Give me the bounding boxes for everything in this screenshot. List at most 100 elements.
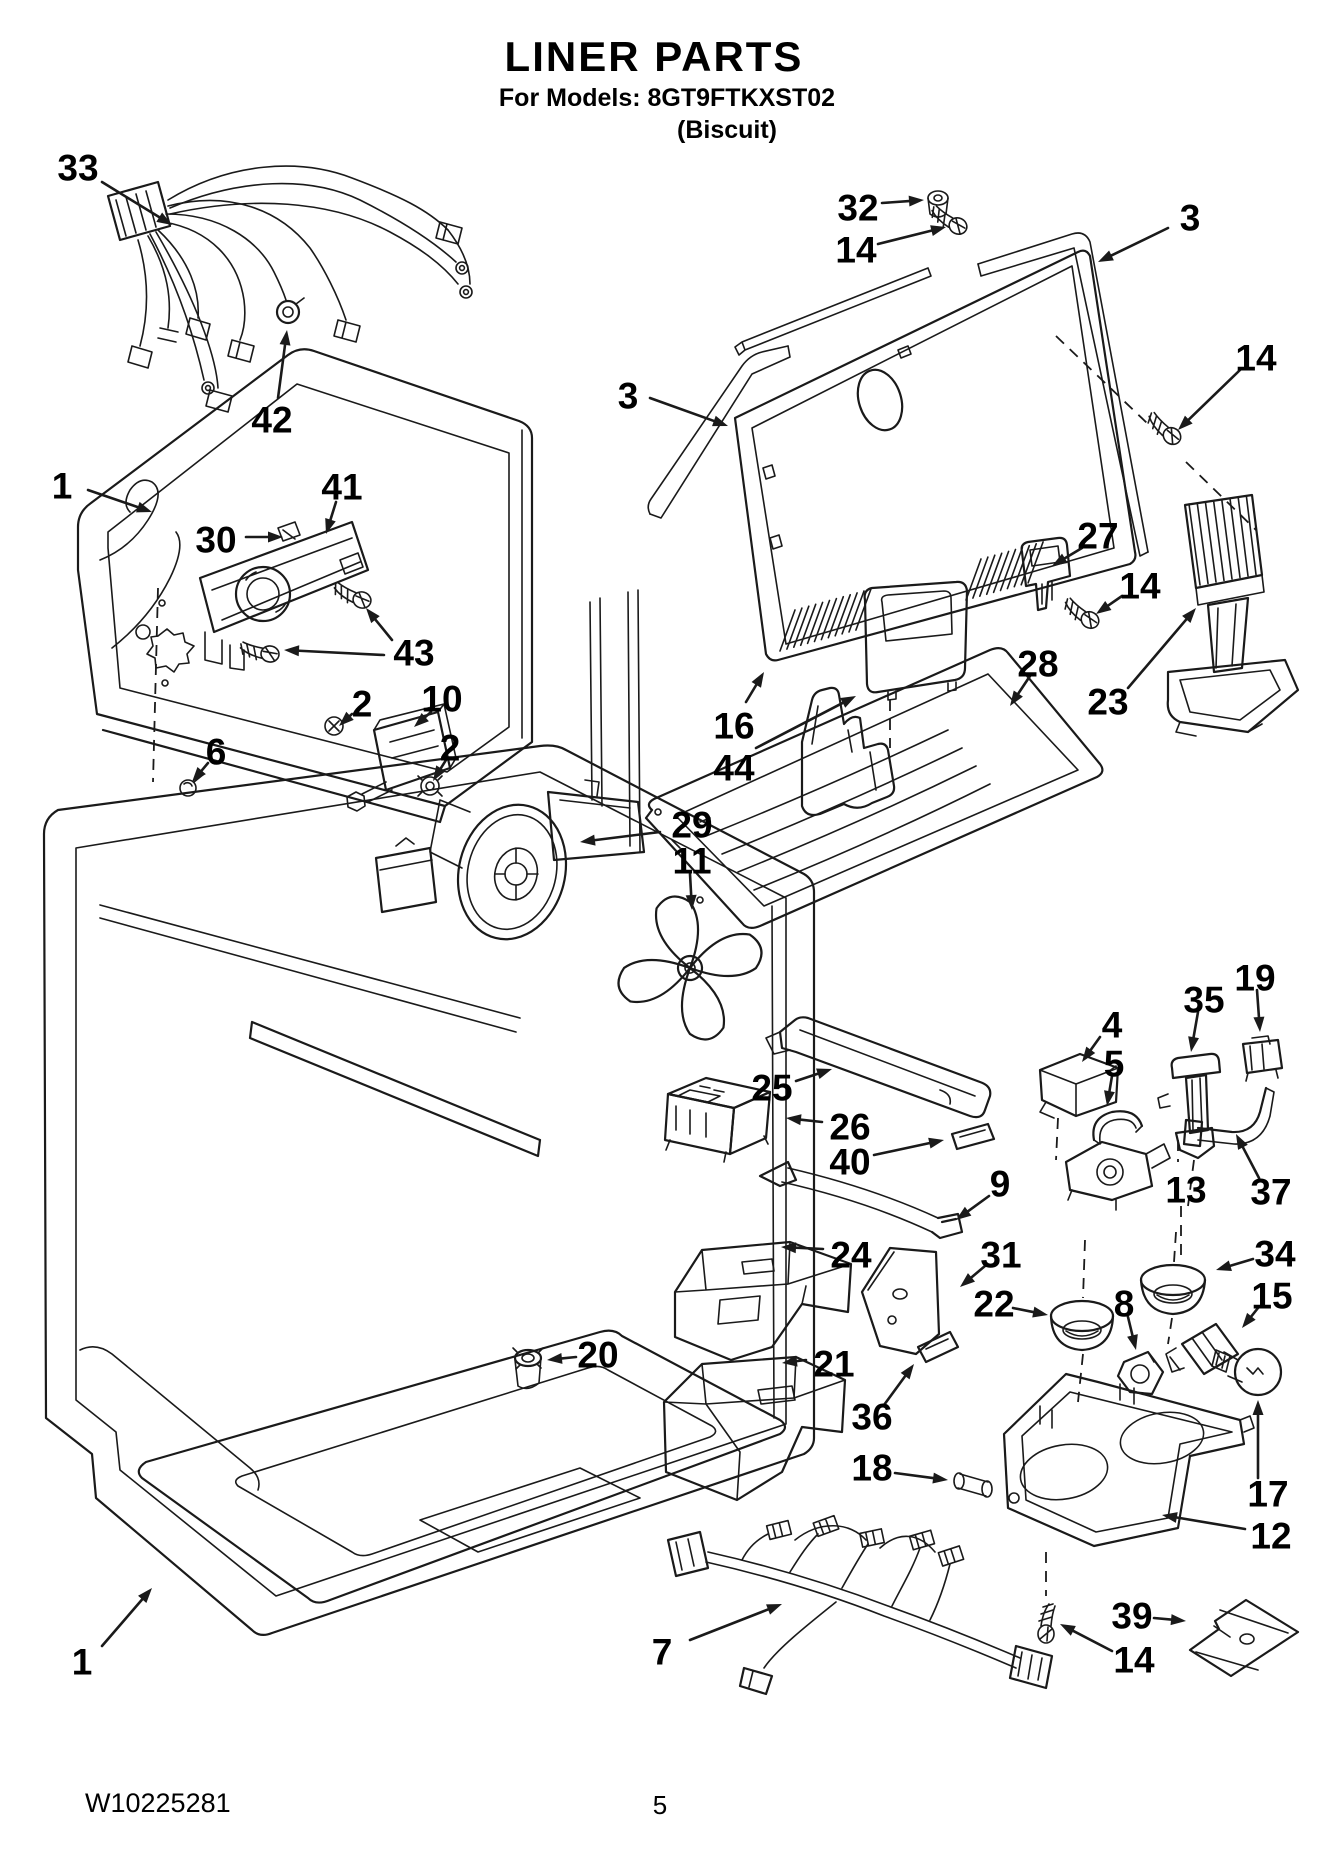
callout-label-39: 39 bbox=[1111, 1596, 1152, 1637]
callout-43-5: 43 bbox=[284, 608, 435, 674]
callout-44-13: 44 bbox=[713, 696, 856, 789]
callout-20-42: 20 bbox=[547, 1335, 619, 1376]
callout-27-19: 27 bbox=[1052, 516, 1119, 566]
screws-14 bbox=[926, 204, 1257, 1644]
callout-label-14: 14 bbox=[1113, 1640, 1155, 1681]
callout-16-12: 16 bbox=[713, 672, 764, 747]
callout-6-9: 6 bbox=[192, 732, 227, 782]
callout-label-8: 8 bbox=[1114, 1284, 1135, 1325]
callout-label-9: 9 bbox=[990, 1164, 1011, 1205]
callout-22-36: 22 bbox=[973, 1284, 1048, 1325]
callout-23-21: 23 bbox=[1087, 608, 1196, 723]
callout-label-43: 43 bbox=[393, 633, 434, 674]
callout-3-14: 3 bbox=[618, 376, 728, 427]
rear-evap-cover-3 bbox=[647, 232, 1149, 662]
callout-15-38: 15 bbox=[1242, 1276, 1293, 1328]
callout-label-1: 1 bbox=[72, 1642, 93, 1683]
light-bulb-17 bbox=[1211, 1347, 1283, 1397]
vent-slots-left bbox=[779, 588, 872, 652]
grommet-32 bbox=[927, 190, 949, 218]
callout-label-29: 29 bbox=[671, 805, 712, 846]
callout-14-18: 14 bbox=[1178, 338, 1277, 430]
callout-30-3: 30 bbox=[195, 520, 283, 561]
clip-5 bbox=[1092, 1110, 1144, 1145]
callout-label-41: 41 bbox=[321, 467, 362, 508]
upper-liner-shell bbox=[76, 348, 641, 853]
callout-label-27: 27 bbox=[1077, 516, 1118, 557]
callout-29-10: 29 bbox=[580, 805, 713, 846]
callout-18-41: 18 bbox=[851, 1448, 948, 1489]
callout-label-24: 24 bbox=[830, 1235, 872, 1276]
callout-label-22: 22 bbox=[973, 1284, 1014, 1325]
callout-label-20: 20 bbox=[577, 1335, 618, 1376]
callout-label-14: 14 bbox=[835, 230, 877, 271]
callout-33-0: 33 bbox=[57, 148, 172, 225]
title-block: LINER PARTS For Models: 8GT9FTKXST02 (Bi… bbox=[354, 36, 954, 145]
callout-label-2: 2 bbox=[352, 684, 373, 725]
callout-24-33: 24 bbox=[781, 1235, 872, 1276]
callout-2-8: 2 bbox=[433, 728, 460, 781]
callout-32-15: 32 bbox=[837, 188, 924, 229]
callout-1-2: 1 bbox=[52, 466, 152, 513]
callout-3-17: 3 bbox=[1098, 198, 1200, 262]
callout-19-26: 19 bbox=[1234, 958, 1276, 1032]
callout-label-31: 31 bbox=[980, 1235, 1021, 1276]
shelf-rail-25 bbox=[765, 1016, 992, 1119]
callout-28-22: 28 bbox=[1010, 644, 1059, 706]
cover-plate-31 bbox=[860, 1246, 941, 1356]
defrost-timer-26 bbox=[663, 1076, 772, 1163]
control-bracket-41 bbox=[198, 520, 375, 671]
callout-label-42: 42 bbox=[251, 400, 292, 441]
callout-35-25: 35 bbox=[1183, 980, 1225, 1052]
callout-42-1: 42 bbox=[251, 330, 293, 441]
callout-12-44: 12 bbox=[1162, 1512, 1292, 1557]
ribbon-strap-37 bbox=[1182, 1086, 1275, 1148]
callout-40-29: 40 bbox=[829, 1137, 944, 1183]
fan-blade-11 bbox=[617, 895, 763, 1041]
callout-14-20: 14 bbox=[1096, 566, 1161, 614]
finish-line: (Biscuit) bbox=[677, 116, 777, 144]
lower-liner-shell bbox=[42, 744, 816, 1637]
cover-plate-39 bbox=[1188, 1598, 1300, 1678]
lamp-18 bbox=[953, 1472, 993, 1498]
callout-label-5: 5 bbox=[1104, 1044, 1125, 1085]
air-damper-23 bbox=[1166, 493, 1300, 737]
callout-label-13: 13 bbox=[1165, 1170, 1206, 1211]
callout-label-26: 26 bbox=[829, 1107, 870, 1148]
callout-label-23: 23 bbox=[1087, 682, 1128, 723]
callout-label-1: 1 bbox=[52, 466, 73, 507]
callout-11-11: 11 bbox=[672, 841, 712, 910]
callout-label-11: 11 bbox=[672, 841, 711, 882]
callout-4-23: 4 bbox=[1082, 1005, 1123, 1062]
piece-36 bbox=[916, 1330, 960, 1364]
lamp-socket-15 bbox=[1165, 1322, 1240, 1376]
callout-label-7: 7 bbox=[652, 1632, 673, 1673]
callout-label-37: 37 bbox=[1250, 1172, 1291, 1213]
plate-40 bbox=[950, 1122, 996, 1151]
callout-label-17: 17 bbox=[1247, 1474, 1288, 1515]
document-number: W10225281 bbox=[85, 1788, 231, 1818]
callout-label-16: 16 bbox=[713, 706, 754, 747]
callout-label-15: 15 bbox=[1251, 1276, 1292, 1317]
callout-14-47: 14 bbox=[1060, 1624, 1155, 1681]
callout-label-18: 18 bbox=[851, 1448, 892, 1489]
callout-31-34: 31 bbox=[960, 1235, 1022, 1287]
callout-25-27: 25 bbox=[751, 1068, 832, 1109]
wire-harness-33 bbox=[106, 165, 473, 413]
socket-module-13 bbox=[1064, 1140, 1182, 1256]
callout-label-6: 6 bbox=[206, 732, 227, 773]
callout-2-6: 2 bbox=[339, 684, 373, 726]
page-number: 5 bbox=[652, 1790, 668, 1820]
callout-14-16: 14 bbox=[835, 225, 946, 271]
callout-17-43: 17 bbox=[1247, 1400, 1289, 1515]
callout-21-39: 21 bbox=[782, 1344, 855, 1385]
callout-label-36: 36 bbox=[851, 1397, 892, 1438]
callout-label-25: 25 bbox=[751, 1068, 792, 1109]
thermostat-10 bbox=[179, 703, 457, 812]
air-duct-21 bbox=[662, 1355, 847, 1502]
callout-label-10: 10 bbox=[421, 679, 462, 720]
callout-39-46: 39 bbox=[1111, 1596, 1186, 1637]
valve-35 bbox=[1157, 1052, 1222, 1207]
bracket-8 bbox=[1116, 1350, 1165, 1396]
